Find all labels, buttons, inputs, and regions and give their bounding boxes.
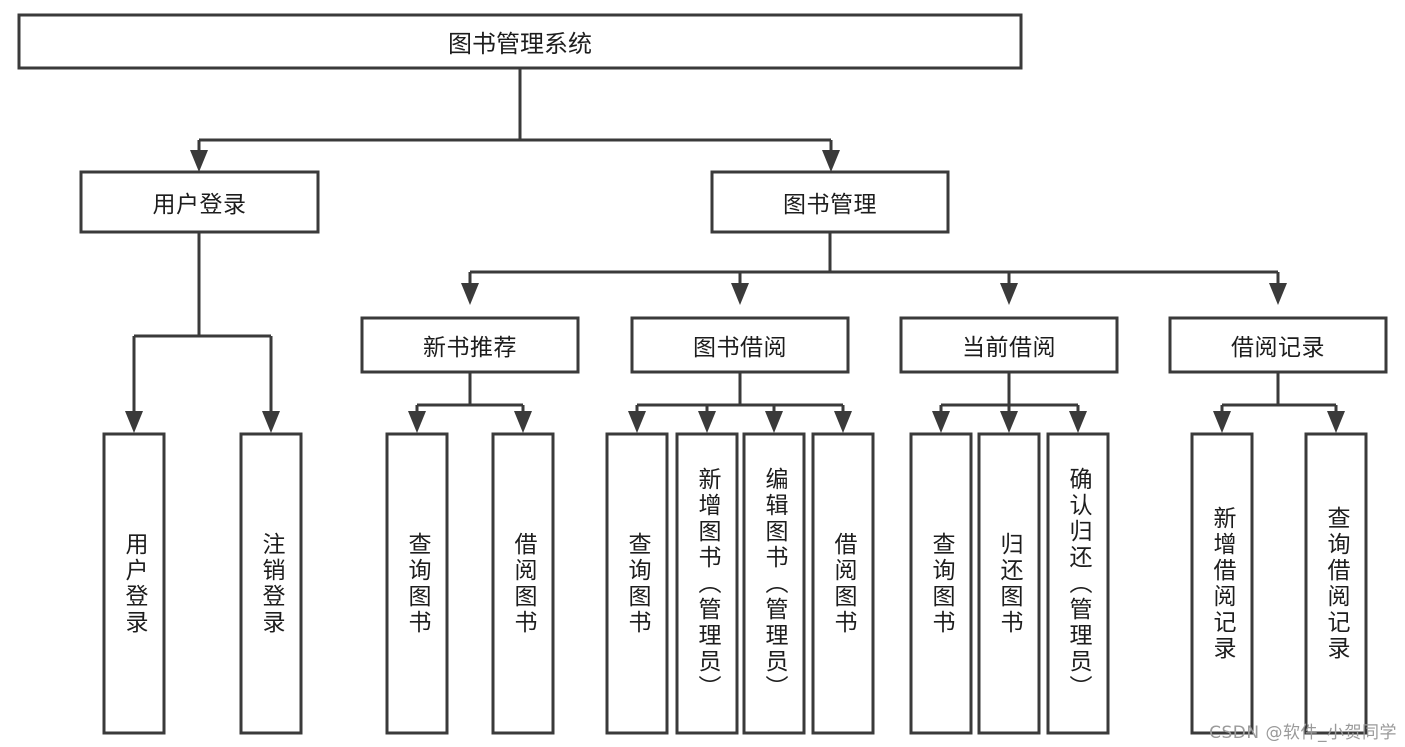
node-leaf-cb-query-box[interactable] <box>909 432 973 735</box>
node-leaf-bb-borrow-box[interactable] <box>811 432 875 735</box>
arrow-head-leaf-nb-borrow <box>514 411 532 433</box>
connector-root-to-level2 <box>197 68 833 158</box>
node-leaf-br-add-box[interactable] <box>1190 432 1254 735</box>
arrow-head-to-current-borrow <box>1000 283 1018 305</box>
arrow-head-leaf-user-login <box>125 411 143 433</box>
node-leaf-cb-confirm-box[interactable] <box>1046 432 1110 735</box>
node-leaf-user-login-box[interactable] <box>102 432 166 735</box>
connector-book-borrow-to-leaves <box>635 372 845 418</box>
arrow-head-leaf-br-query <box>1327 411 1345 433</box>
node-leaf-logout-box[interactable] <box>239 432 303 735</box>
node-leaf-bb-add-box[interactable] <box>675 432 739 735</box>
csdn-watermark: CSDN @软件_小贺同学 <box>1209 723 1397 743</box>
connector-borrow-record-to-leaves <box>1220 372 1338 418</box>
arrow-head-leaf-bb-borrow <box>834 411 852 433</box>
arrow-head-leaf-cb-confirm <box>1069 411 1087 433</box>
arrow-head-leaf-logout <box>262 411 280 433</box>
connector-user-login-to-leaves <box>132 232 273 418</box>
arrow-head-leaf-bb-edit <box>765 411 783 433</box>
arrow-head-to-book-borrow <box>731 283 749 305</box>
node-book-manage-box[interactable] <box>710 170 950 234</box>
connector-book-manage-to-level3 <box>468 232 1280 290</box>
node-root-box[interactable] <box>17 13 1023 70</box>
node-leaf-bb-edit-box[interactable] <box>742 432 806 735</box>
arrow-head-to-user-login <box>190 150 208 172</box>
node-leaf-br-query-box[interactable] <box>1304 432 1368 735</box>
arrow-head-leaf-nb-query <box>408 411 426 433</box>
arrow-head-leaf-cb-query <box>932 411 950 433</box>
node-leaf-cb-return-box[interactable] <box>977 432 1041 735</box>
node-current-borrow-box[interactable] <box>899 316 1119 374</box>
node-leaf-nb-query-box[interactable] <box>385 432 449 735</box>
node-leaf-bb-query-box[interactable] <box>605 432 669 735</box>
arrow-head-leaf-bb-add <box>698 411 716 433</box>
node-borrow-record-box[interactable] <box>1168 316 1388 374</box>
node-leaf-nb-borrow-box[interactable] <box>491 432 555 735</box>
node-new-book-box[interactable] <box>360 316 580 374</box>
arrow-head-leaf-bb-query <box>628 411 646 433</box>
node-book-borrow-box[interactable] <box>630 316 850 374</box>
arrow-head-to-borrow-record <box>1269 283 1287 305</box>
connector-new-book-to-leaves <box>415 372 525 418</box>
arrow-head-to-book-manage <box>822 150 840 172</box>
arrow-head-leaf-cb-return <box>1000 411 1018 433</box>
arrow-head-leaf-br-add <box>1213 411 1231 433</box>
arrow-head-to-new-book <box>461 283 479 305</box>
node-user-login-box[interactable] <box>79 170 320 234</box>
